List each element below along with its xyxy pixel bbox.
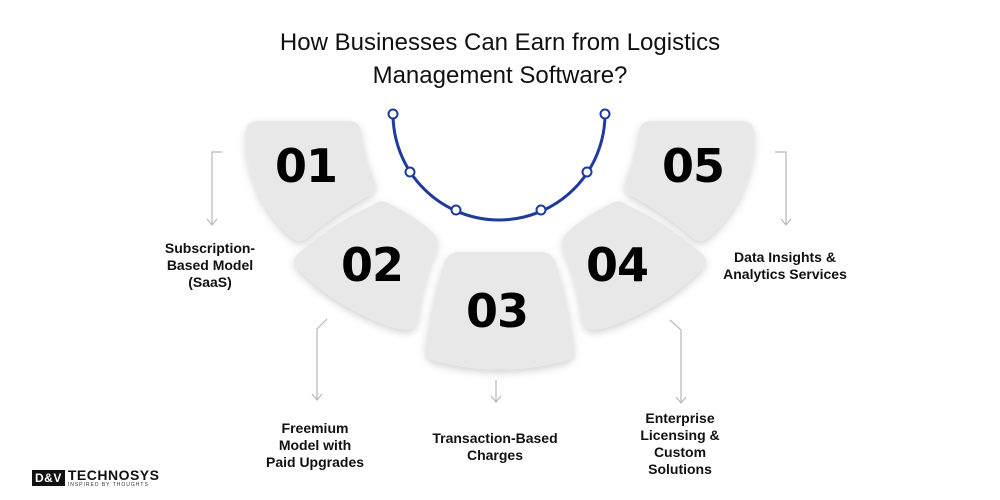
arc-node	[450, 204, 462, 216]
label-02: Freemium Model with Paid Upgrades	[265, 420, 365, 470]
label-04: Enterprise Licensing & Custom Solutions	[640, 410, 720, 477]
logo-badge: D&V	[32, 470, 65, 486]
connector-01	[206, 151, 222, 226]
connector-02	[311, 318, 328, 401]
label-03: Transaction-Based Charges	[432, 430, 558, 463]
arc-node	[581, 166, 593, 178]
card-05	[624, 121, 754, 241]
logo-text: TECHNOSYS	[67, 466, 160, 483]
logo-tagline: INSPIRED BY THOUGHTS	[67, 481, 149, 488]
label-05: Data Insights & Analytics Services	[723, 249, 847, 282]
connector-05	[775, 151, 792, 226]
page-title: How Businesses Can Earn from Logistics M…	[0, 26, 1000, 92]
connector-04	[669, 319, 687, 404]
semicircle-arc	[391, 113, 607, 222]
arc-node	[404, 166, 416, 178]
title-line-1: How Businesses Can Earn from Logistics	[279, 29, 721, 56]
card-04	[562, 201, 706, 330]
card-01	[246, 121, 376, 241]
arc-node	[599, 108, 611, 120]
card-number-05: 05	[662, 139, 724, 193]
card-number-04: 04	[586, 238, 648, 292]
connector-03	[490, 380, 502, 403]
title-line-2: Management Software?	[372, 62, 628, 89]
arc-node	[387, 108, 399, 120]
card-number-03: 03	[466, 284, 528, 338]
arc-node	[535, 204, 547, 216]
card-03	[425, 252, 575, 370]
card-number-02: 02	[341, 238, 403, 292]
company-logo: D&V TECHNOSYS INSPIRED BY THOUGHTS	[32, 466, 159, 490]
label-01: Subscription- Based Model (SaaS)	[164, 240, 256, 290]
card-02	[294, 201, 438, 330]
card-number-01: 01	[275, 139, 337, 193]
